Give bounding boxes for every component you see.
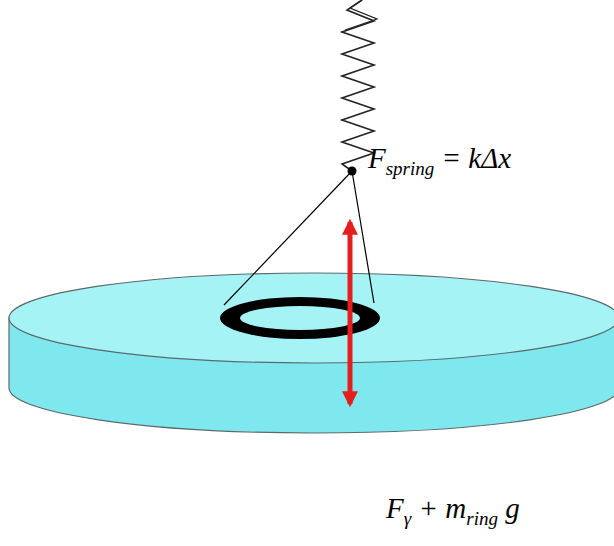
formula-part: F [368, 142, 386, 174]
formula-part: + m [418, 492, 466, 524]
formula-part: F [386, 492, 404, 524]
ring [220, 297, 380, 339]
force-label: Fγ + mringg [386, 494, 520, 528]
subscript: γ [404, 508, 412, 529]
string [352, 171, 374, 303]
spring-end [345, 0, 377, 30]
subscript: ring [466, 508, 498, 529]
force-label: Fspring = kΔx [368, 144, 511, 178]
junction-dot [348, 167, 357, 176]
formula-part: = kΔx [442, 142, 512, 174]
force-arrow [348, 313, 353, 404]
formula-part: g [505, 492, 520, 524]
string [224, 171, 352, 305]
subscript: spring [386, 158, 435, 179]
force-arrow [348, 222, 353, 313]
disk-top [9, 273, 614, 363]
ring-hole [240, 306, 360, 330]
